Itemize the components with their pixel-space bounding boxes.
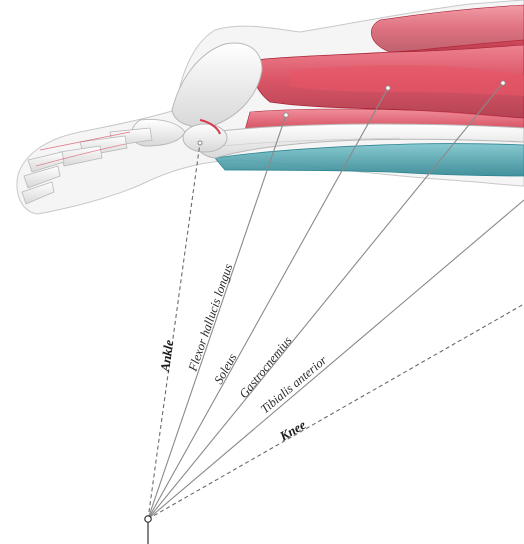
- knee-label: Knee: [276, 417, 308, 444]
- tibialis-anterior-line: [148, 200, 524, 519]
- soleus-label: Soleus: [211, 351, 239, 386]
- pivot-point: [145, 516, 151, 544]
- ankle-line: [148, 143, 200, 519]
- ankle-label: Ankle: [157, 339, 176, 374]
- calf-muscles: [245, 5, 524, 140]
